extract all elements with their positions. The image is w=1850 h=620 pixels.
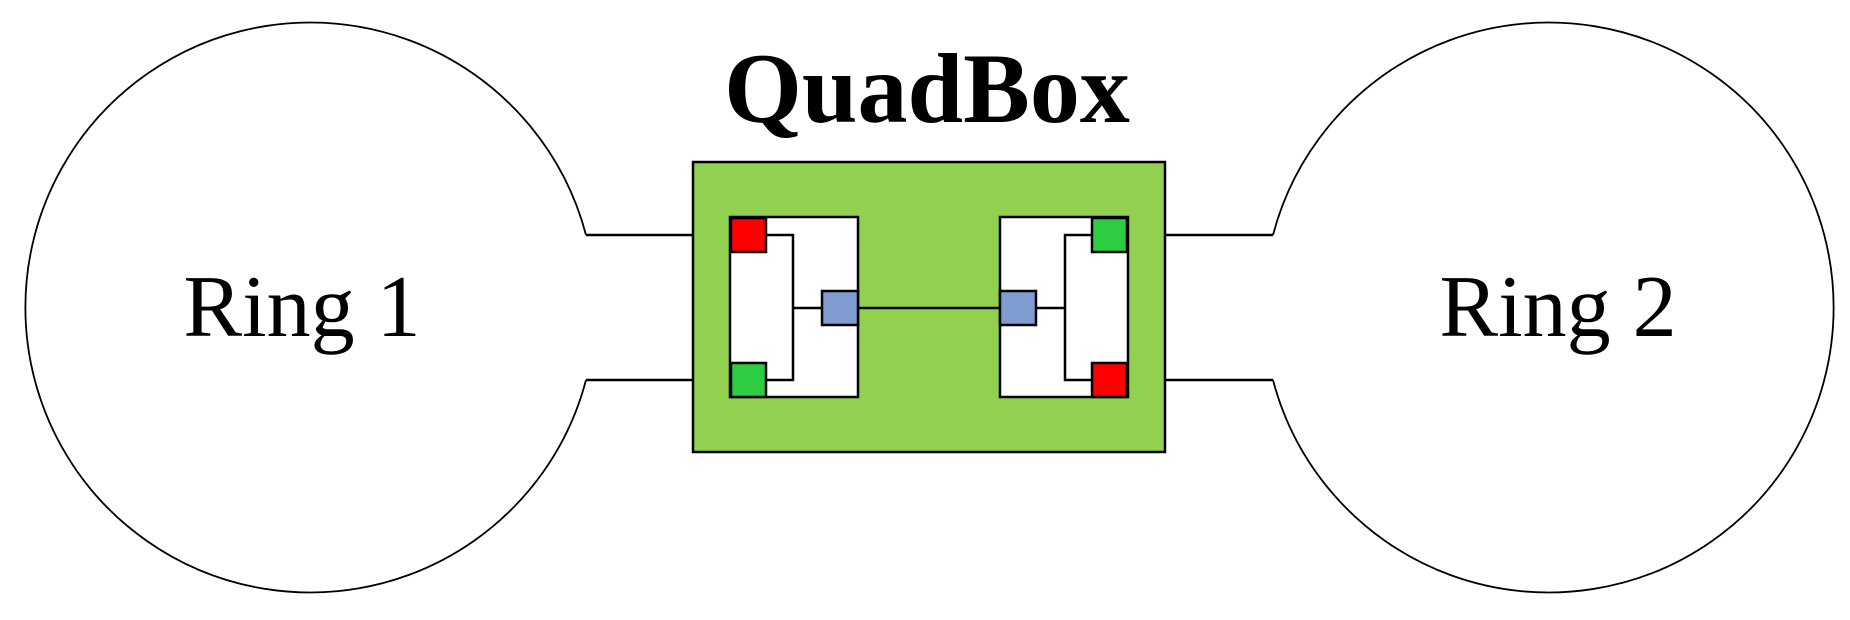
left-node-port-b-green	[729, 361, 768, 399]
ring-1-circle	[24, 21, 587, 594]
right-node-port-b-red	[1090, 361, 1129, 399]
ring-2-label: Ring 2	[1439, 259, 1676, 356]
left-node-port-a-red	[729, 216, 768, 254]
ring-2-circle	[1272, 21, 1835, 594]
ring-1-label: Ring 1	[183, 259, 420, 356]
right-node-port-a-green	[1090, 216, 1129, 254]
left-node-interlink-port-blue	[820, 289, 860, 327]
right-node-interlink-port-blue	[998, 289, 1038, 327]
quadbox-title: QuadBox	[724, 33, 1130, 144]
